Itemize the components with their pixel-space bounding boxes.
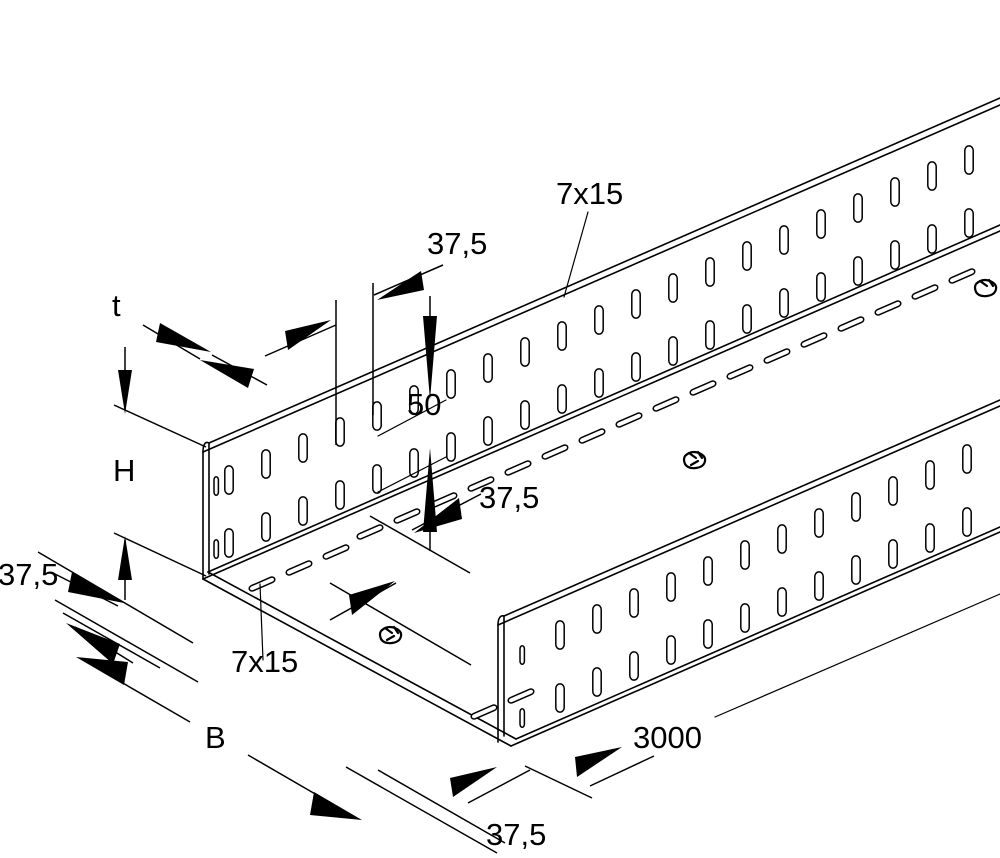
tray-base	[202, 526, 1000, 747]
arrowhead-pitch-top-left	[285, 320, 331, 350]
perforations-near-wall-upper-row	[555, 444, 972, 650]
label-pitch-bottom: 37,5	[486, 817, 546, 852]
perforations-near-wall-lower-row	[555, 507, 972, 713]
arrowhead-pitch-left-2	[66, 623, 120, 664]
label-row-spacing: 50	[407, 387, 441, 422]
label-height: H	[113, 453, 135, 488]
arrowhead-pitch-mid-right	[414, 498, 462, 533]
arrowhead-width-right	[310, 792, 362, 820]
arrowhead-pitch-top-right	[377, 271, 424, 300]
base-clip-mark-far	[973, 278, 998, 298]
dimension-row-spacing: 50	[377, 296, 447, 551]
label-pitch-mid: 37,5	[479, 480, 539, 515]
dimension-pitch-mid: 37,5	[329, 480, 539, 666]
arrowhead-height-up	[118, 536, 132, 580]
far-side-wall	[202, 97, 1000, 580]
dimension-thickness: t	[112, 288, 268, 388]
dimension-length: 3000	[524, 593, 1000, 799]
arrowhead-row-spacing-up	[423, 448, 437, 532]
arrowhead-length	[575, 747, 622, 777]
label-thickness: t	[112, 288, 121, 323]
leader-slot-upper: 7x15	[556, 176, 623, 298]
arrowhead-pitch-bottom	[450, 767, 497, 797]
arrowhead-width-left	[76, 657, 128, 685]
arrowhead-thickness-right	[200, 360, 254, 388]
dimension-pitch-top: 37,5	[264, 226, 487, 445]
near-side-wall	[497, 399, 1000, 743]
arrowhead-row-spacing-down	[423, 316, 437, 400]
label-pitch-left: 37,5	[0, 557, 58, 592]
base-clip-mark-right	[682, 450, 707, 470]
label-slot-lower: 7x15	[231, 644, 298, 679]
arrowhead-pitch-mid-left	[349, 581, 395, 615]
base-clip-mark-left	[378, 625, 403, 645]
perforations-near-wall-end	[519, 645, 526, 728]
dimension-width: B	[54, 599, 498, 854]
label-width: B	[205, 720, 226, 755]
dimension-pitch-bottom: 37,5	[377, 767, 546, 852]
arrowhead-pitch-left	[68, 572, 124, 603]
perforations-base-upper-row	[355, 267, 977, 541]
dimension-height: H	[113, 347, 207, 600]
cable-tray-body	[202, 97, 1000, 747]
label-slot-upper: 7x15	[556, 176, 623, 211]
label-pitch-top: 37,5	[427, 226, 487, 261]
label-length: 3000	[633, 720, 702, 755]
arrowhead-height-down	[118, 370, 132, 414]
dimension-pitch-left: 37,5	[0, 551, 194, 669]
arrowhead-thickness-left	[156, 323, 211, 352]
perforations-far-wall-end	[213, 476, 220, 559]
leader-slot-lower: 7x15	[231, 583, 298, 679]
